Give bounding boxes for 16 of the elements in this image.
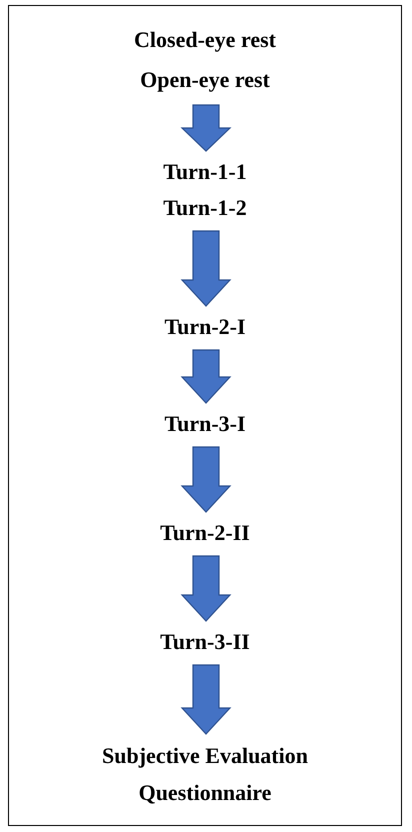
block-arrow — [180, 104, 232, 152]
frame-border — [8, 5, 402, 826]
step-label: Closed-eye rest — [133, 26, 277, 54]
step-label: Turn-3-I — [163, 410, 247, 438]
block-arrow — [180, 555, 232, 622]
step-label: Turn-1-2 — [162, 194, 248, 222]
block-arrow — [180, 230, 232, 307]
step-label: Turn-1-1 — [162, 158, 248, 186]
step-label: Turn-2-II — [159, 519, 251, 547]
step-label: Turn-3-II — [159, 628, 251, 656]
step-label: Open-eye rest — [139, 66, 271, 94]
step-label: Subjective Evaluation Questionnaire — [101, 742, 309, 807]
step-label: Turn-2-I — [163, 313, 247, 341]
block-arrow — [180, 349, 232, 404]
block-arrow — [180, 664, 232, 735]
block-arrow — [180, 446, 232, 513]
